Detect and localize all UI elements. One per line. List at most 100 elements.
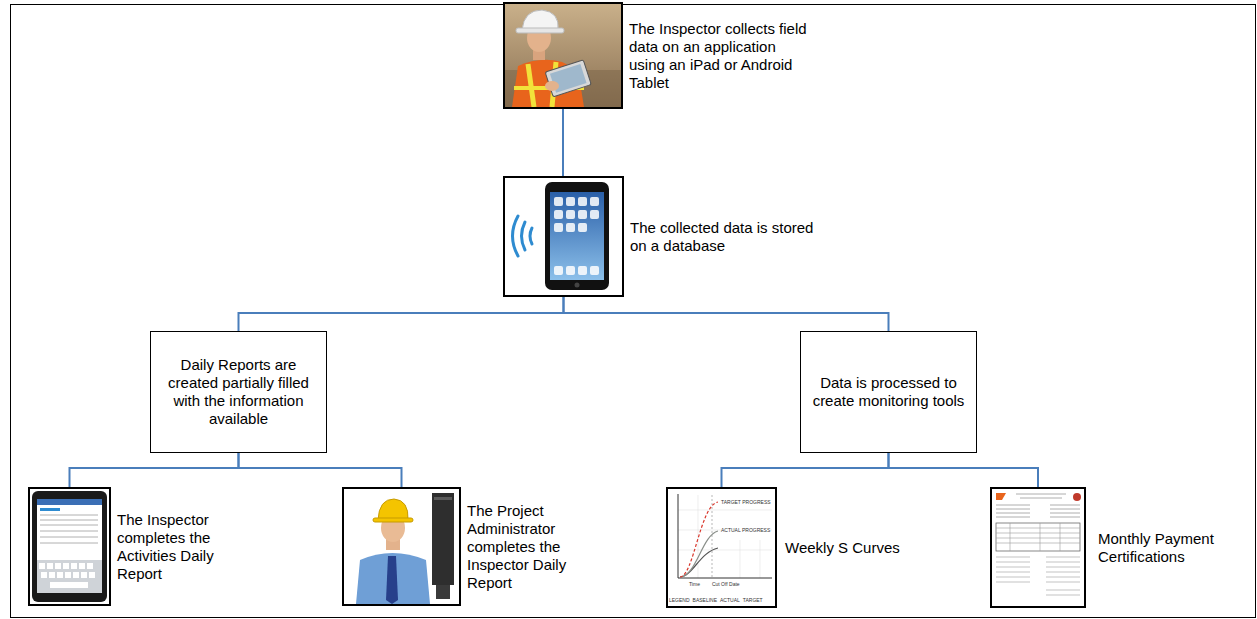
tablet-database-icon-part-part [554, 223, 563, 232]
s-curve-chart-part [678, 578, 772, 579]
administrator-figure-part [386, 556, 398, 604]
payment-document-part-part [1046, 590, 1080, 591]
chart-label: Cut Off Date [712, 581, 740, 587]
chart-label: BASELINE [693, 597, 717, 603]
s-curve-chart-part [712, 495, 713, 578]
node-text: Weekly S Curves [785, 539, 910, 557]
payment-document-part-part [1016, 494, 1066, 495]
inspector-photo [505, 4, 621, 107]
s-curve-chart-part [680, 531, 718, 577]
tablet-database-icon-part [575, 283, 580, 288]
payment-document-part-part [996, 567, 1030, 568]
tablet-form-icon-part-part [89, 572, 95, 578]
s-curve-chart-part [680, 502, 718, 577]
s-curve-chart-part-part [678, 510, 772, 511]
image-node: The collected data is stored on a databa… [503, 176, 624, 297]
administrator-figure-part [381, 514, 405, 542]
tablet-database-icon-part-part [590, 197, 599, 206]
payment-document-part-part [1046, 582, 1080, 583]
tablet-database-icon-part-part [513, 216, 519, 256]
label-row: Time Cut Off Date [689, 581, 740, 587]
payment-document-part-part [1046, 595, 1080, 596]
tablet-form-icon-part-part [71, 563, 77, 569]
connector-line [564, 297, 889, 331]
administrator-figure [356, 493, 454, 604]
connector-line [70, 453, 239, 487]
inspector-photo-part [527, 24, 551, 52]
s-curve-chart-part-part [740, 540, 741, 578]
tablet-form-icon-part-part [40, 543, 98, 544]
tablet-form-icon-part-part [87, 563, 93, 569]
inspector-photo-part [505, 4, 621, 107]
payment-document-part-part [996, 562, 1030, 563]
node-text: Daily Reports are created partially fill… [159, 356, 318, 428]
tablet-form-icon-part-part [63, 563, 69, 569]
tablet-form-icon-part-part [39, 563, 45, 569]
payment-document-part [996, 493, 1006, 500]
payment-document-part-part [996, 577, 1030, 578]
payment-document-part-part [1010, 523, 1011, 551]
s-curve-chart-part [678, 494, 679, 578]
payment-document-part-part [996, 509, 1030, 510]
tablet-database-icon-part [513, 216, 533, 256]
tablet-form-icon-part [37, 499, 102, 505]
inspector-photo-part-part [550, 64, 587, 93]
tablet-database-icon-part-part [590, 266, 599, 275]
s-curve-chart-part-part [678, 550, 772, 551]
payment-document-part [996, 523, 1080, 551]
connector-line [562, 109, 564, 176]
tablet-database-icon-part [550, 192, 604, 280]
administrator-figure-part [434, 497, 452, 500]
image-node: Monthly Payment Certifications [990, 487, 1086, 608]
process-box: Daily Reports are created partially fill… [150, 331, 327, 453]
tablet-database-icon-part-part [530, 228, 532, 244]
chart-label: Time [689, 581, 700, 587]
tablet-form-icon-part-part [65, 572, 71, 578]
payment-document-part [1073, 493, 1081, 501]
image-node: The Project Administrator completes the … [342, 487, 461, 606]
inspector-photo-part [514, 86, 584, 90]
inspector-photo-part [545, 60, 591, 97]
s-curve-chart-part [678, 495, 772, 578]
node-text: The collected data is stored on a databa… [630, 219, 815, 255]
payment-document-part [996, 523, 1080, 595]
s-curve-chart-part-part [760, 540, 761, 578]
payment-document-part-part [1046, 567, 1080, 568]
chart-label: LEGEND [669, 597, 690, 603]
tablet-form-icon-part-part [40, 531, 98, 532]
payment-document-part-part [1060, 523, 1061, 551]
inspector-photo-part [505, 70, 621, 107]
payment-document-part-part [996, 517, 1030, 518]
photo-node: The Inspector collects field data on an … [503, 2, 623, 109]
tablet-database-icon-part-part [578, 223, 587, 232]
chart-label: TARGET [743, 597, 763, 603]
tablet-form-icon-part-part [49, 572, 55, 578]
inspector-photo-part [512, 60, 584, 107]
payment-document-part-part [1046, 577, 1080, 578]
tablet-form-icon-part-part [40, 537, 98, 538]
image-node: The Inspector completes the Activities D… [28, 487, 111, 606]
chart-label: ACTUAL [720, 597, 740, 603]
payment-document-part-part [1050, 513, 1080, 514]
administrator-figure-part [356, 553, 430, 604]
tablet-form-icon-part [37, 499, 102, 593]
tablet-database-icon [513, 182, 610, 290]
connectors [70, 109, 1039, 487]
tablet-database-icon-part [545, 182, 609, 290]
chart-label: TARGET PROGRESS [721, 499, 771, 505]
administrator-figure-part [378, 499, 408, 520]
tablet-form-icon-part-part [57, 572, 63, 578]
payment-document-part-part [1050, 517, 1080, 518]
payment-document-part-part [1040, 523, 1041, 551]
administrator-figure-part [432, 493, 454, 585]
label-row: LEGENDBASELINEACTUALTARGET [669, 597, 763, 603]
administrator-figure-part [373, 518, 413, 522]
tablet-form-icon-part-part [55, 563, 61, 569]
inspector-photo-part [528, 62, 556, 107]
payment-document-part-part [996, 513, 1030, 514]
chart-label: ACTUAL PROGRESS [721, 527, 770, 533]
tablet-form-icon-part-part [40, 525, 98, 526]
tablet-form-icon-part [40, 508, 60, 511]
payment-document [992, 489, 1084, 605]
